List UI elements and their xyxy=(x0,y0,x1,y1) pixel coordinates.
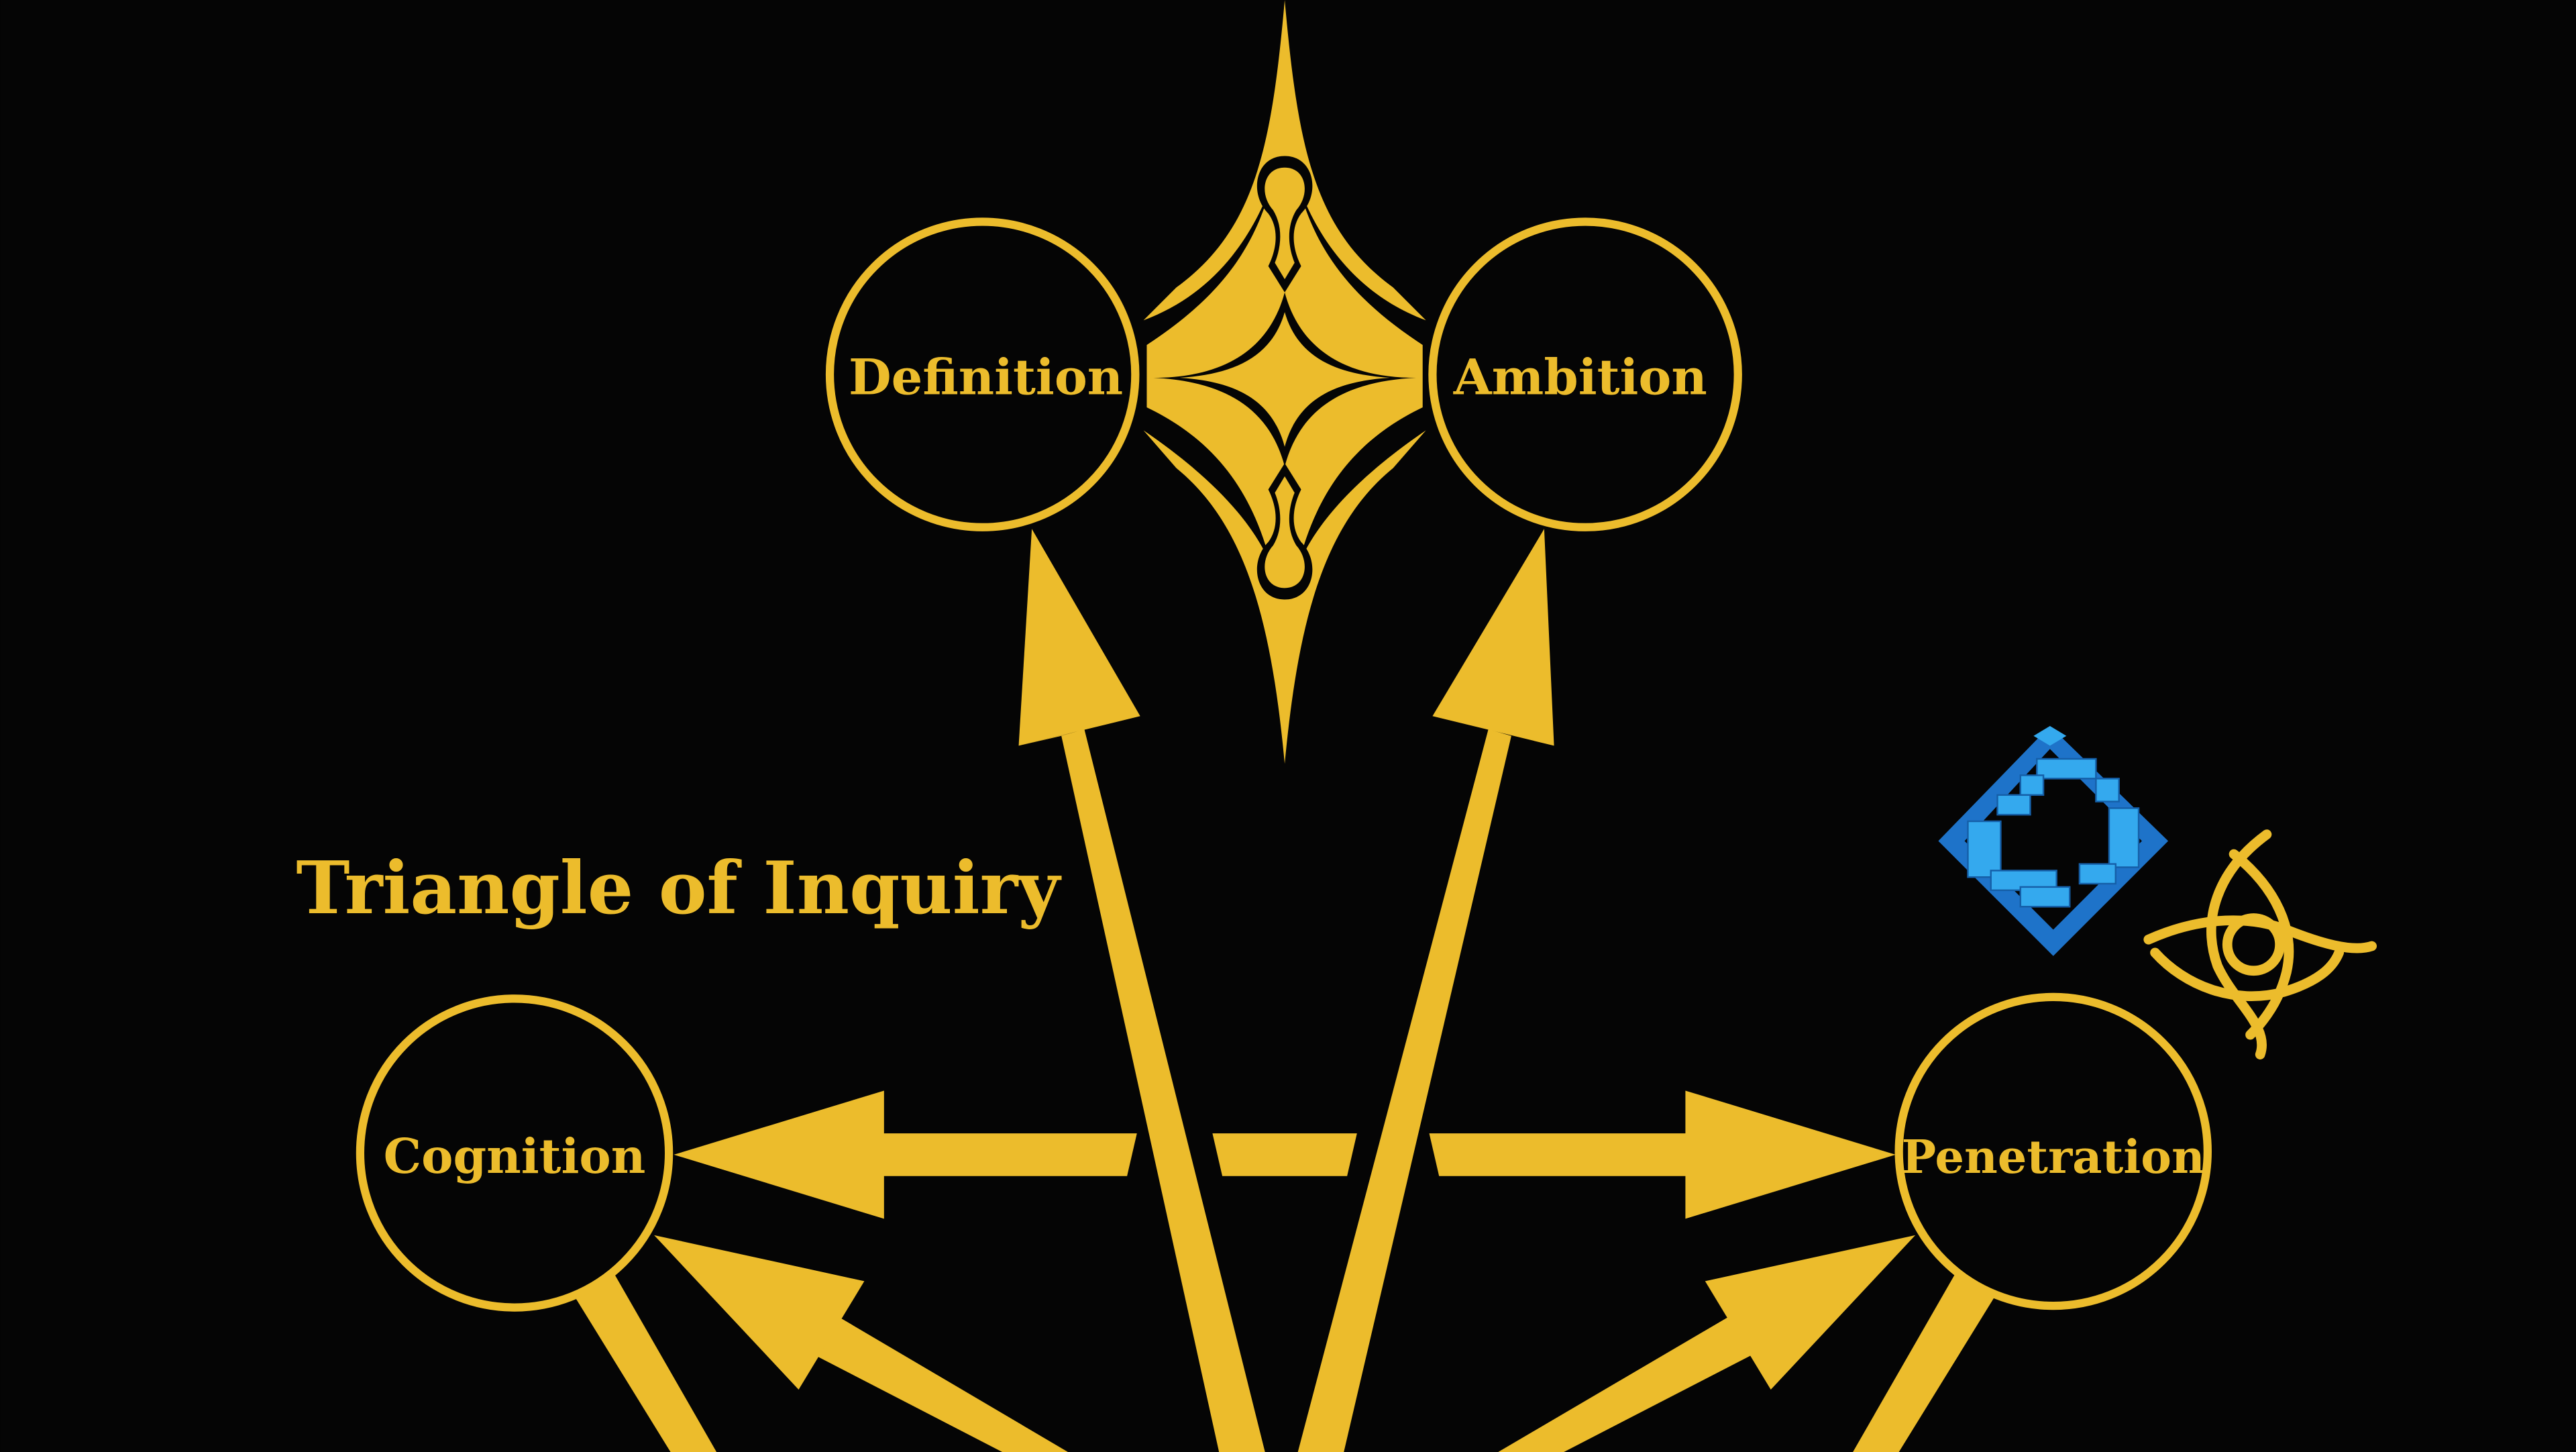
node-ambition-label: Ambition xyxy=(1453,349,1707,407)
diagram-title: Triangle of Inquiry xyxy=(296,846,1062,931)
node-cognition-label: Cognition xyxy=(384,1128,646,1184)
node-penetration-label: Penetration xyxy=(1902,1131,2205,1184)
arrow-to-penetration xyxy=(1429,1090,1896,1219)
arrow-to-ambition xyxy=(1297,529,1554,1452)
node-ambition: Ambition xyxy=(1428,217,1742,531)
four-point-star-ornament-icon xyxy=(1143,0,1426,764)
node-definition-label: Definition xyxy=(849,349,1123,407)
node-penetration: Penetration xyxy=(1894,992,2212,1310)
cognition-stem xyxy=(575,1274,717,1452)
arrow-diagonal-to-cognition xyxy=(654,1235,1068,1452)
arrow-to-cognition xyxy=(674,1090,1137,1219)
gold-crescent-emblem-icon xyxy=(2143,829,2377,1059)
penetration-stem xyxy=(1853,1274,1994,1452)
blue-diamond-emblem-icon xyxy=(1938,726,2169,956)
arrow-middle-segment xyxy=(1212,1133,1357,1176)
arrow-diagonal-to-penetration xyxy=(1498,1235,1916,1452)
node-definition: Definition xyxy=(825,217,1140,531)
node-cognition: Cognition xyxy=(356,994,674,1312)
arrow-to-definition xyxy=(1018,529,1265,1452)
arrows xyxy=(575,529,1994,1452)
